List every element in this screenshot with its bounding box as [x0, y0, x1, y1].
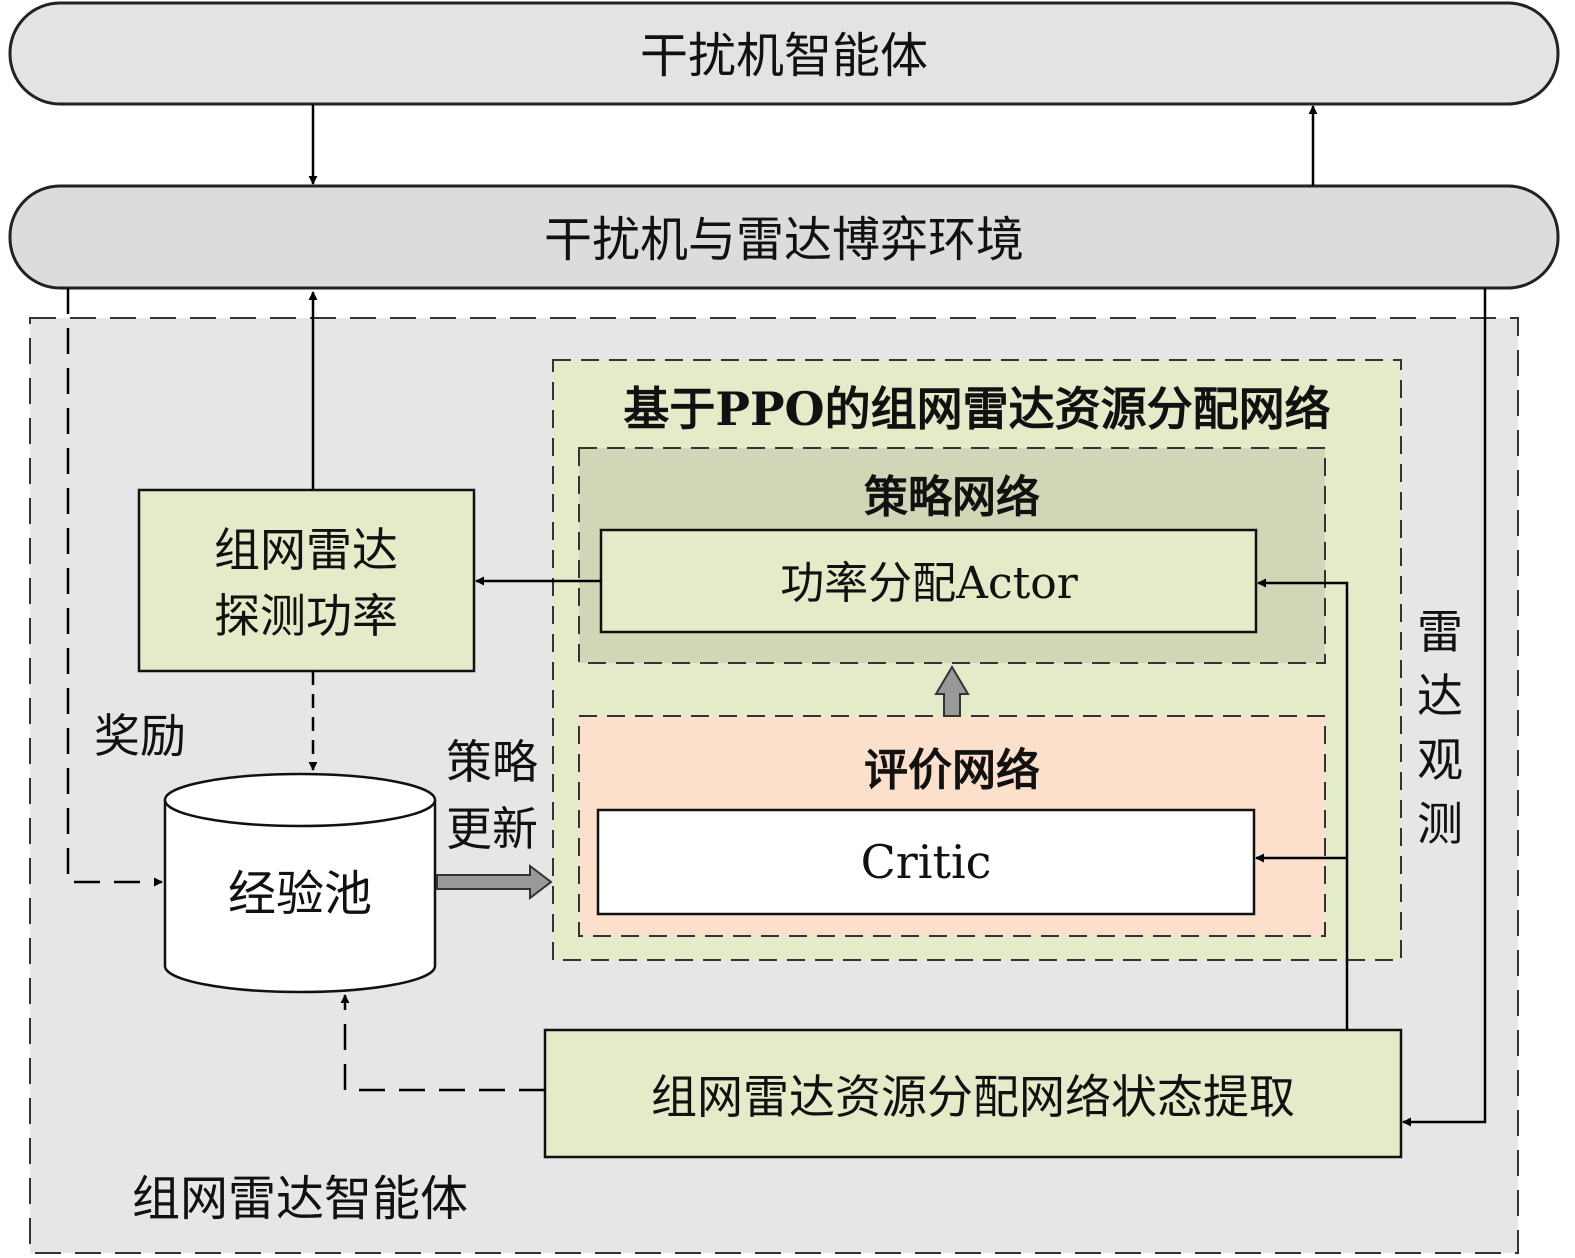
- policy-network-title: 策略网络: [864, 472, 1040, 523]
- state-extract-box: [543, 1028, 1403, 1159]
- replay-pool-body: [163, 800, 437, 994]
- state-extract-label: 组网雷达资源分配网络状态提取: [651, 1070, 1295, 1124]
- jammer-agent-label: 干扰机智能体: [640, 28, 928, 84]
- policy-update-label-2: 更新: [446, 802, 538, 856]
- detect-power-box: [137, 488, 476, 673]
- radar-observation-path: [1402, 288, 1487, 1127]
- arrow-state-to-actor: [1257, 578, 1349, 1030]
- replay-pool-top: [163, 772, 437, 828]
- ppo-network-title: 基于PPO的组网雷达资源分配网络: [623, 382, 1330, 436]
- environment-label: 干扰机与雷达博弈环境: [544, 212, 1024, 268]
- actor-label: 功率分配Actor: [780, 558, 1079, 609]
- jammer-agent-capsule: [8, 1, 1560, 106]
- radar-obs-char-3: 观: [1417, 733, 1463, 787]
- reward-label: 奖励: [94, 709, 186, 763]
- critic-label: Critic: [861, 835, 992, 889]
- detect-power-line2: 探测功率: [214, 589, 398, 643]
- radar-obs-char-4: 测: [1417, 797, 1463, 851]
- environment-capsule: [8, 184, 1560, 290]
- radar-obs-char-2: 达: [1417, 669, 1463, 723]
- critic-box: [596, 808, 1256, 916]
- radar-obs-char-1: 雷: [1417, 605, 1463, 659]
- reward-dashed-path: [66, 288, 163, 887]
- arrow-state-to-pool: [340, 994, 545, 1092]
- policy-update-label-1: 策略: [446, 735, 538, 789]
- critic-network-title: 评价网络: [864, 745, 1040, 796]
- policy-update-arrow: [436, 863, 553, 901]
- detect-power-line1: 组网雷达: [214, 523, 398, 577]
- replay-pool-label: 经验池: [228, 866, 372, 922]
- radar-agent-label: 组网雷达智能体: [132, 1171, 468, 1227]
- critic-to-policy-arrow: [934, 665, 970, 717]
